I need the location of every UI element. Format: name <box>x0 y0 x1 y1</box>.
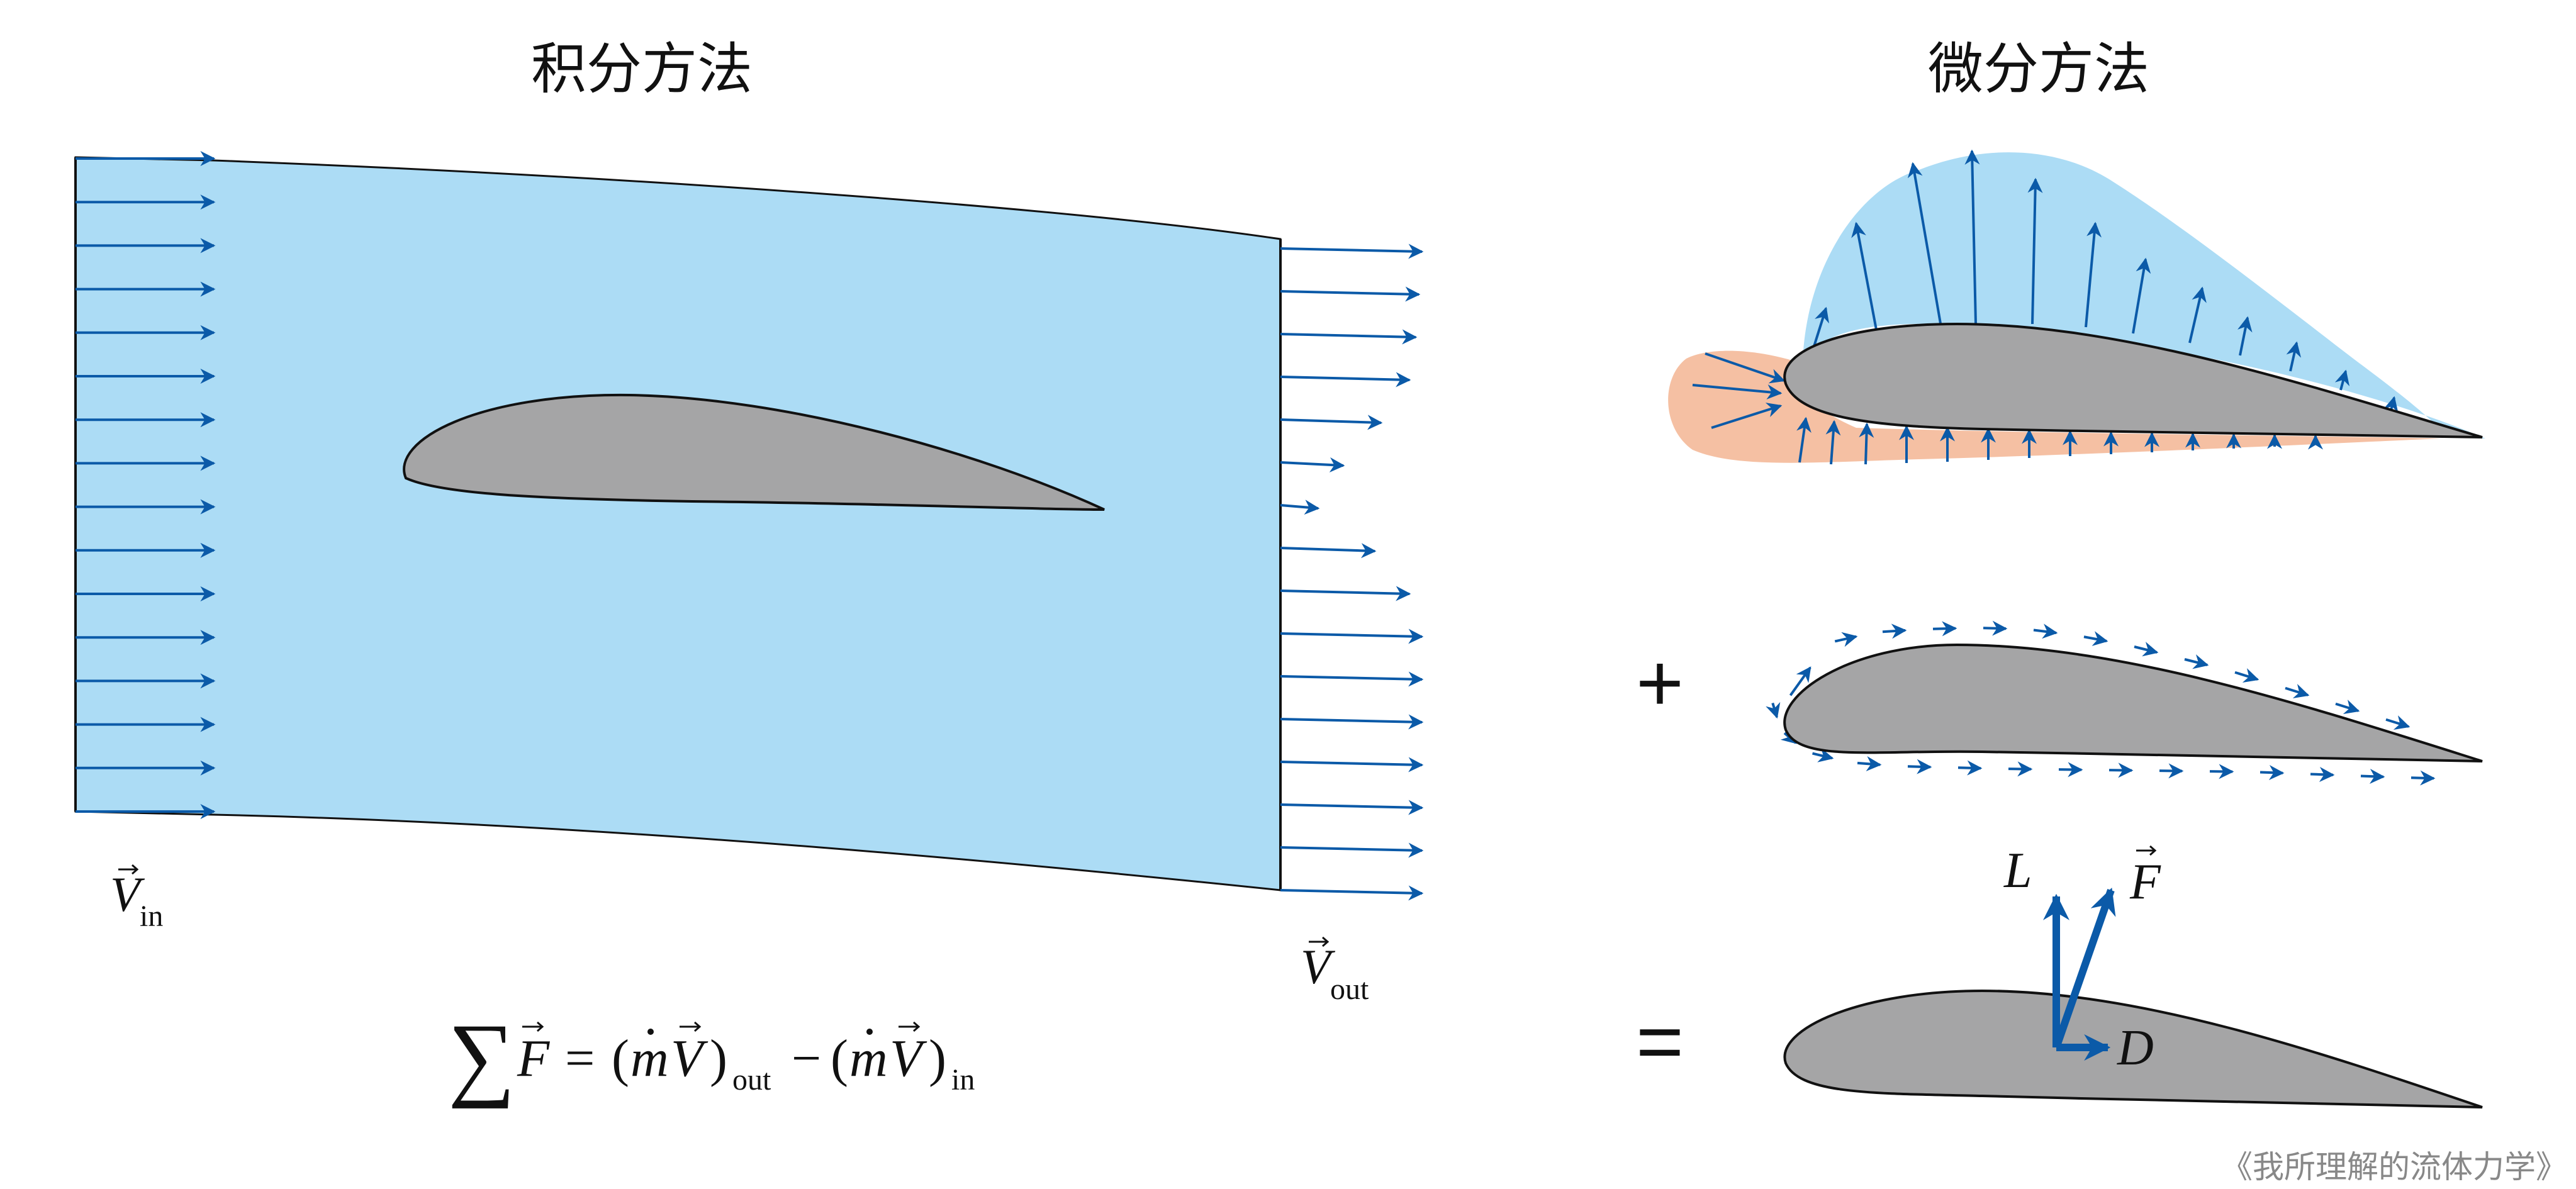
outflow-arrow <box>1280 543 1377 559</box>
vector-arrow-icon <box>1309 936 1330 947</box>
outflow-arrow <box>1280 628 1424 644</box>
outflow-arrow <box>1280 457 1345 472</box>
sum-symbol: ∑ <box>448 1005 515 1109</box>
airfoil-pressure <box>1783 322 2483 438</box>
outflow-arrow <box>1280 757 1424 773</box>
outflow-arrow <box>1280 885 1424 901</box>
outflow-arrow <box>1280 842 1424 858</box>
outflow-arrow <box>1280 500 1320 515</box>
inflow-velocity-arrows <box>76 151 216 819</box>
shear-arrow <box>1882 623 1907 639</box>
equals-sign-right: = <box>1636 995 1684 1087</box>
outflow-arrow <box>1280 329 1418 345</box>
differential-method-panel: 微分方法 <box>1636 38 2485 1108</box>
shear-arrow <box>2184 654 2209 669</box>
v-in-label: V in <box>110 864 163 933</box>
outflow-velocity-arrows <box>1280 243 1424 901</box>
outflow-arrow <box>1280 714 1424 730</box>
shear-arrow <box>1907 759 1932 774</box>
v-in-symbol: V <box>110 867 145 922</box>
outflow-arrow <box>1280 372 1411 388</box>
shear-arrow <box>2083 631 2108 646</box>
outflow-arrow <box>1280 800 1424 815</box>
lift-label: L <box>2003 843 2032 898</box>
shear-arrow <box>2134 642 2159 657</box>
outflow-arrow <box>1280 286 1421 302</box>
velocity-in: V <box>890 1029 927 1088</box>
momentum-equation: ∑ F = ( m V ) out − ( m V ) in <box>448 1005 975 1109</box>
mass-flow-out: m <box>630 1029 669 1088</box>
outflow-arrow <box>1280 243 1424 259</box>
in-subscript: in <box>951 1063 975 1097</box>
mass-flow-dot-out <box>647 1029 654 1035</box>
integral-method-title: 积分方法 <box>531 38 753 100</box>
velocity-out: V <box>671 1029 708 1088</box>
plus-sign: + <box>1636 637 1684 728</box>
force-label: F <box>2129 854 2161 910</box>
shear-arrow <box>1812 747 1834 762</box>
shear-arrow <box>2385 715 2411 730</box>
shear-arrow <box>1932 621 1957 637</box>
equals-sign: = <box>565 1029 595 1088</box>
airfoil-resultant <box>1783 989 2483 1108</box>
v-in-subscript: in <box>140 900 163 933</box>
left-paren-out: ( <box>612 1029 629 1088</box>
right-paren-out: ) <box>710 1029 727 1088</box>
airfoil-shear-stress <box>1783 643 2483 762</box>
vector-arrow-icon <box>118 864 139 875</box>
vector-arrow-icon <box>680 1021 702 1032</box>
left-paren-in: ( <box>831 1029 848 1088</box>
book-watermark: 《我所理解的流体力学》 <box>2221 1149 2567 1185</box>
outflow-arrow <box>1280 415 1383 430</box>
shear-arrow <box>2285 684 2310 699</box>
minus-sign: − <box>792 1029 821 1088</box>
airfoil-control-volume <box>403 393 1105 511</box>
shear-arrow <box>2234 668 2260 683</box>
right-paren-in: ) <box>929 1029 946 1088</box>
shear-arrow <box>1857 756 1882 771</box>
vector-arrow-icon <box>899 1021 921 1032</box>
force-symbol: F <box>517 1029 551 1088</box>
outflow-arrow <box>1280 671 1424 687</box>
pressure-vectors <box>1692 352 2323 465</box>
mass-flow-in: m <box>849 1029 888 1088</box>
differential-method-title: 微分方法 <box>1928 38 2149 100</box>
shear-arrow <box>1834 632 1858 647</box>
shear-arrow <box>1766 701 1781 719</box>
outflow-arrow <box>1280 586 1411 601</box>
vector-arrow-icon <box>2136 845 2157 856</box>
out-subscript: out <box>732 1063 771 1097</box>
drag-label: D <box>2117 1020 2154 1076</box>
integral-method-panel: 积分方法 V in V out ∑ F = ( m <box>74 38 1424 1109</box>
shear-arrow <box>2033 623 2058 639</box>
force-vector <box>2052 888 2116 1049</box>
v-out-subscript: out <box>1330 973 1369 1006</box>
control-volume <box>74 156 1282 891</box>
v-out-symbol: V <box>1301 939 1336 994</box>
v-out-label: V out <box>1301 936 1369 1006</box>
shear-arrow <box>2260 764 2285 780</box>
resultant-force-vectors <box>2043 888 2116 1061</box>
mass-flow-dot-in <box>866 1029 873 1035</box>
shear-arrow <box>1789 666 1812 696</box>
shear-arrow <box>2335 700 2360 715</box>
vector-arrow-icon <box>522 1021 544 1032</box>
